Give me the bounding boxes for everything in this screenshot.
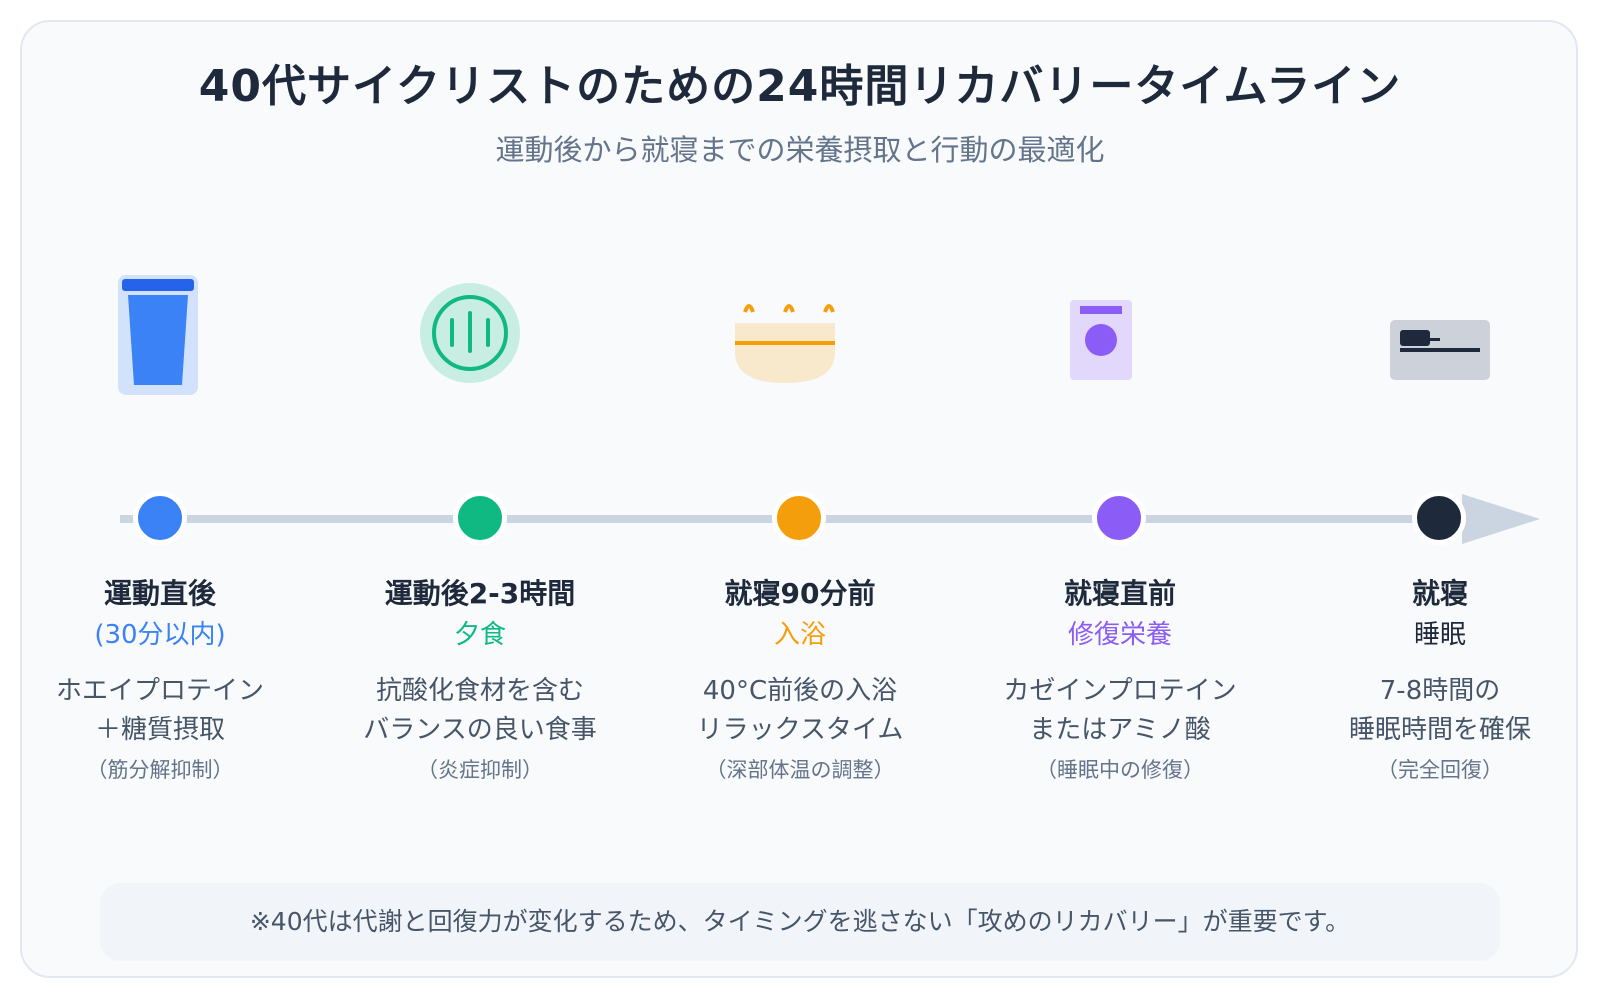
supplement-jar-icon: [1070, 300, 1132, 380]
step-desc-line1: 7-8時間の: [1379, 676, 1501, 706]
timeline-dot-2: [453, 491, 507, 545]
step-desc-line1: カゼインプロテイン: [1003, 676, 1237, 706]
page-subtitle: 運動後から就寝までの栄養摂取と行動の最適化: [495, 133, 1105, 167]
step-time: 運動直後: [103, 577, 216, 610]
timeline-dot-5: [1412, 491, 1466, 545]
timeline-dot-4: [1092, 491, 1146, 545]
step-description: ホエイプロテイン ＋糖質摂取: [10, 672, 310, 750]
step-label: (30分以内): [94, 620, 226, 650]
step-label: 修復栄養: [1067, 620, 1172, 650]
timeline-dot-3: [772, 491, 826, 545]
footer-note: ※40代は代謝と回復力が変化するため、タイミングを逃さない「攻めのリカバリー」が…: [100, 883, 1500, 961]
bed-icon: [1390, 320, 1490, 380]
step-description: 40°C前後の入浴 リラックスタイム: [650, 672, 950, 750]
step-desc-line1: ホエイプロテイン: [55, 676, 264, 706]
step-desc-line1: 抗酸化食材を含む: [375, 676, 584, 706]
step-desc-line2: リラックスタイム: [696, 715, 904, 745]
step-desc-line2: ＋糖質摂取: [94, 715, 225, 745]
step-description: 7-8時間の 睡眠時間を確保: [1290, 672, 1590, 750]
step-time: 運動後2-3時間: [384, 577, 576, 610]
page-title: 40代サイクリストのための24時間リカバリータイムライン: [198, 61, 1402, 112]
step-desc-line1: 40°C前後の入浴: [702, 676, 898, 706]
step-note: （深部体温の調整）: [705, 758, 895, 782]
timeline-arrowhead: [1462, 494, 1540, 544]
step-time: 就寝90分前: [724, 577, 876, 610]
step-note: （完全回復）: [1377, 758, 1503, 782]
timeline-dot-1: [133, 491, 187, 545]
step-label: 睡眠: [1413, 620, 1466, 650]
step-time: 就寝直前: [1063, 577, 1176, 610]
step-note: （筋分解抑制）: [86, 758, 234, 782]
step-note: （睡眠中の修復）: [1036, 758, 1204, 782]
step-time: 就寝: [1411, 577, 1468, 610]
step-desc-line2: またはアミノ酸: [1029, 715, 1211, 745]
step-desc-line2: 睡眠時間を確保: [1348, 715, 1531, 745]
dinner-plate-icon: [420, 283, 520, 383]
protein-shake-cup-icon: [118, 275, 198, 395]
step-note: （炎症抑制）: [417, 758, 543, 782]
bathtub-steam-icon: [735, 304, 835, 383]
step-label: 入浴: [773, 620, 826, 650]
step-label: 夕食: [453, 620, 506, 650]
step-description: カゼインプロテイン またはアミノ酸: [970, 672, 1270, 750]
step-desc-line2: バランスの良い食事: [363, 715, 597, 745]
step-description: 抗酸化食材を含む バランスの良い食事: [330, 672, 630, 750]
